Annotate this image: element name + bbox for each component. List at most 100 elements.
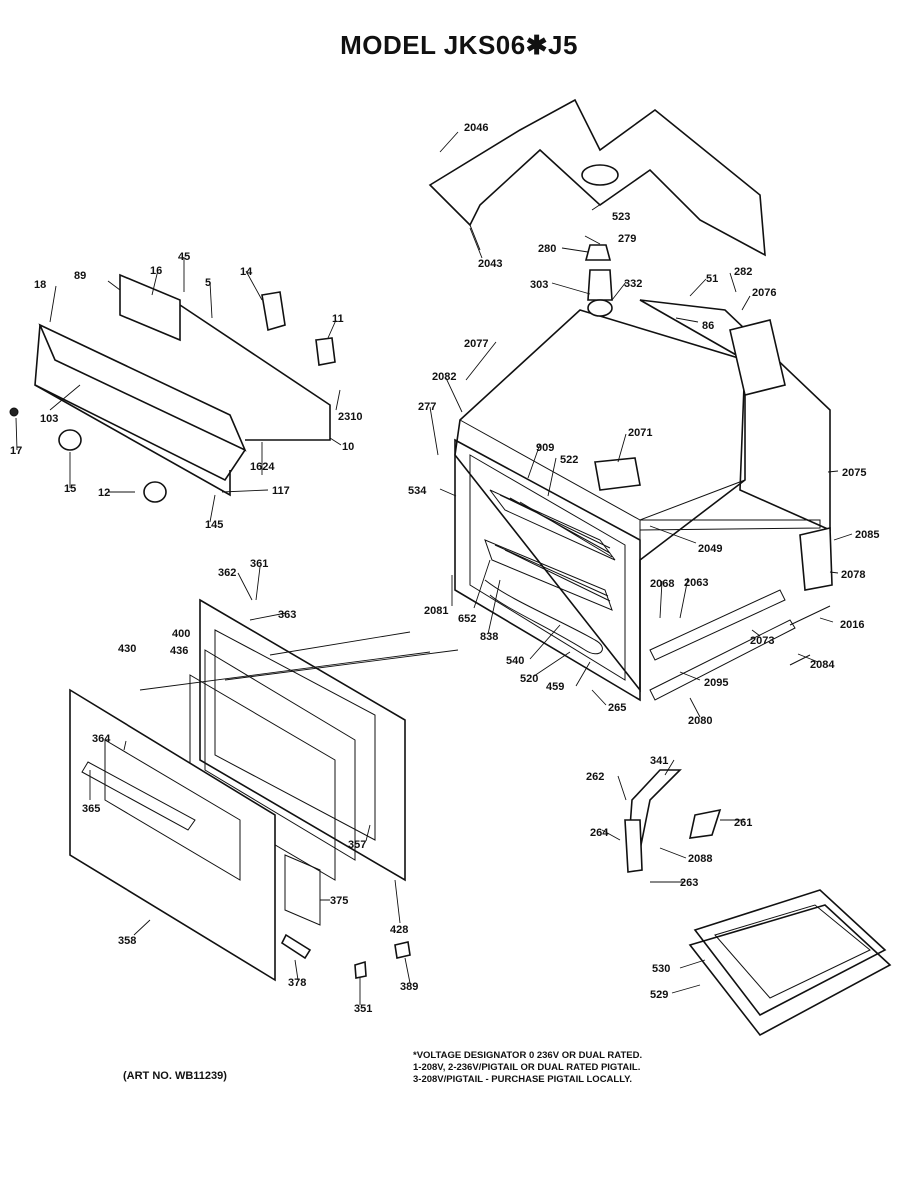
part-label-2077: 2077 bbox=[464, 338, 488, 350]
control-knob-15 bbox=[58, 429, 82, 451]
part-label-45: 45 bbox=[178, 251, 190, 263]
part-label-15: 15 bbox=[64, 483, 76, 495]
part-label-362: 362 bbox=[218, 567, 236, 579]
part-label-16: 16 bbox=[150, 265, 162, 277]
voltage-note-line: 1-208V, 2-236V/PIGTAIL OR DUAL RATED PIG… bbox=[413, 1062, 641, 1073]
part-label-12: 12 bbox=[98, 487, 110, 499]
part-label-263: 263 bbox=[680, 877, 698, 889]
door-insulation-375 bbox=[284, 854, 321, 926]
oven-frame-front bbox=[454, 438, 641, 702]
part-label-522: 522 bbox=[560, 454, 578, 466]
part-label-358: 358 bbox=[118, 935, 136, 947]
bracket-2078 bbox=[799, 526, 833, 591]
part-labels: 2046 523 279 280 2043 303 332 51 282 207… bbox=[10, 122, 879, 1015]
part-label-652: 652 bbox=[458, 613, 476, 625]
part-label-2081: 2081 bbox=[424, 605, 448, 617]
door-hinge-assembly bbox=[624, 769, 722, 873]
thermostat-bulb bbox=[639, 519, 821, 531]
part-label-459: 459 bbox=[546, 681, 564, 693]
part-label-303: 303 bbox=[530, 279, 548, 291]
part-label-145: 145 bbox=[205, 519, 223, 531]
part-label-361: 361 bbox=[250, 558, 268, 570]
control-panel-backsplash bbox=[34, 323, 247, 497]
part-label-89: 89 bbox=[74, 270, 86, 282]
part-label-2095: 2095 bbox=[704, 677, 728, 689]
part-label-279: 279 bbox=[618, 233, 636, 245]
diagram-title: MODEL JKS06✱J5 bbox=[340, 30, 578, 60]
part-label-2078: 2078 bbox=[841, 569, 865, 581]
part-label-530: 530 bbox=[652, 963, 670, 975]
door-inner-panel bbox=[199, 598, 406, 882]
part-label-2075: 2075 bbox=[842, 467, 866, 479]
part-label-51: 51 bbox=[706, 273, 718, 285]
part-label-540: 540 bbox=[506, 655, 524, 667]
part-label-1624: 1624 bbox=[250, 461, 275, 473]
vent-duct bbox=[729, 319, 786, 396]
part-label-357: 357 bbox=[348, 839, 366, 851]
part-label-2080: 2080 bbox=[688, 715, 712, 727]
part-label-2310: 2310 bbox=[338, 411, 362, 423]
voltage-note-line: *VOLTAGE DESIGNATOR 0 236V OR DUAL RATED… bbox=[413, 1050, 643, 1061]
part-389 bbox=[394, 941, 411, 959]
switch-11 bbox=[315, 337, 336, 366]
part-label-2049: 2049 bbox=[698, 543, 722, 555]
part-label-909: 909 bbox=[536, 442, 554, 454]
part-label-14: 14 bbox=[240, 266, 253, 278]
part-label-264: 264 bbox=[590, 827, 609, 839]
oven-vent-2071 bbox=[594, 457, 641, 491]
part-label-341: 341 bbox=[650, 755, 668, 767]
voltage-note: *VOLTAGE DESIGNATOR 0 236V OR DUAL RATED… bbox=[413, 1050, 642, 1086]
part-label-838: 838 bbox=[480, 631, 498, 643]
control-panel-back bbox=[119, 273, 331, 441]
door-hinge-378 bbox=[280, 933, 312, 960]
part-label-5: 5 bbox=[205, 277, 211, 289]
indicator-light-17 bbox=[9, 407, 19, 417]
part-label-375: 375 bbox=[330, 895, 348, 907]
oven-cavity bbox=[454, 309, 746, 693]
part-label-11: 11 bbox=[332, 313, 344, 325]
part-label-17: 17 bbox=[10, 445, 22, 457]
bake-element bbox=[484, 579, 603, 655]
part-label-520: 520 bbox=[520, 673, 538, 685]
part-label-261: 261 bbox=[734, 817, 752, 829]
part-label-2085: 2085 bbox=[855, 529, 879, 541]
part-label-277: 277 bbox=[418, 401, 436, 413]
oven-rack-lower bbox=[484, 539, 613, 611]
part-label-280: 280 bbox=[538, 243, 556, 255]
part-label-529: 529 bbox=[650, 989, 668, 1001]
part-label-2084: 2084 bbox=[810, 659, 835, 671]
part-label-117: 117 bbox=[272, 485, 290, 497]
part-label-523: 523 bbox=[612, 211, 630, 223]
part-label-2063: 2063 bbox=[684, 577, 708, 589]
part-label-363: 363 bbox=[278, 609, 296, 621]
part-351 bbox=[354, 960, 367, 979]
part-label-2076: 2076 bbox=[752, 287, 776, 299]
part-label-428: 428 bbox=[390, 924, 408, 936]
part-label-2082: 2082 bbox=[432, 371, 456, 383]
voltage-note-line: 3-208V/PIGTAIL - PURCHASE PIGTAIL LOCALL… bbox=[413, 1074, 633, 1085]
part-label-282: 282 bbox=[734, 266, 752, 278]
part-label-262: 262 bbox=[586, 771, 604, 783]
part-label-378: 378 bbox=[288, 977, 306, 989]
control-knob-12 bbox=[143, 481, 167, 503]
part-label-86: 86 bbox=[702, 320, 714, 332]
part-label-2068: 2068 bbox=[650, 578, 674, 590]
door-outer-panel bbox=[69, 688, 276, 982]
leader-lines bbox=[15, 131, 853, 1005]
part-label-265: 265 bbox=[608, 702, 626, 714]
part-label-2046: 2046 bbox=[464, 122, 488, 134]
part-label-430: 430 bbox=[118, 643, 136, 655]
part-label-103: 103 bbox=[40, 413, 58, 425]
door-window-frames bbox=[189, 629, 376, 881]
part-label-332: 332 bbox=[624, 278, 642, 290]
oven-top-cover bbox=[428, 98, 766, 257]
part-label-364: 364 bbox=[92, 733, 111, 745]
part-label-2088: 2088 bbox=[688, 853, 712, 865]
part-label-389: 389 bbox=[400, 981, 418, 993]
part-label-534: 534 bbox=[408, 485, 427, 497]
part-label-351: 351 bbox=[354, 1003, 372, 1015]
part-label-2071: 2071 bbox=[628, 427, 652, 439]
slide-rails bbox=[649, 589, 831, 701]
part-label-2016: 2016 bbox=[840, 619, 864, 631]
